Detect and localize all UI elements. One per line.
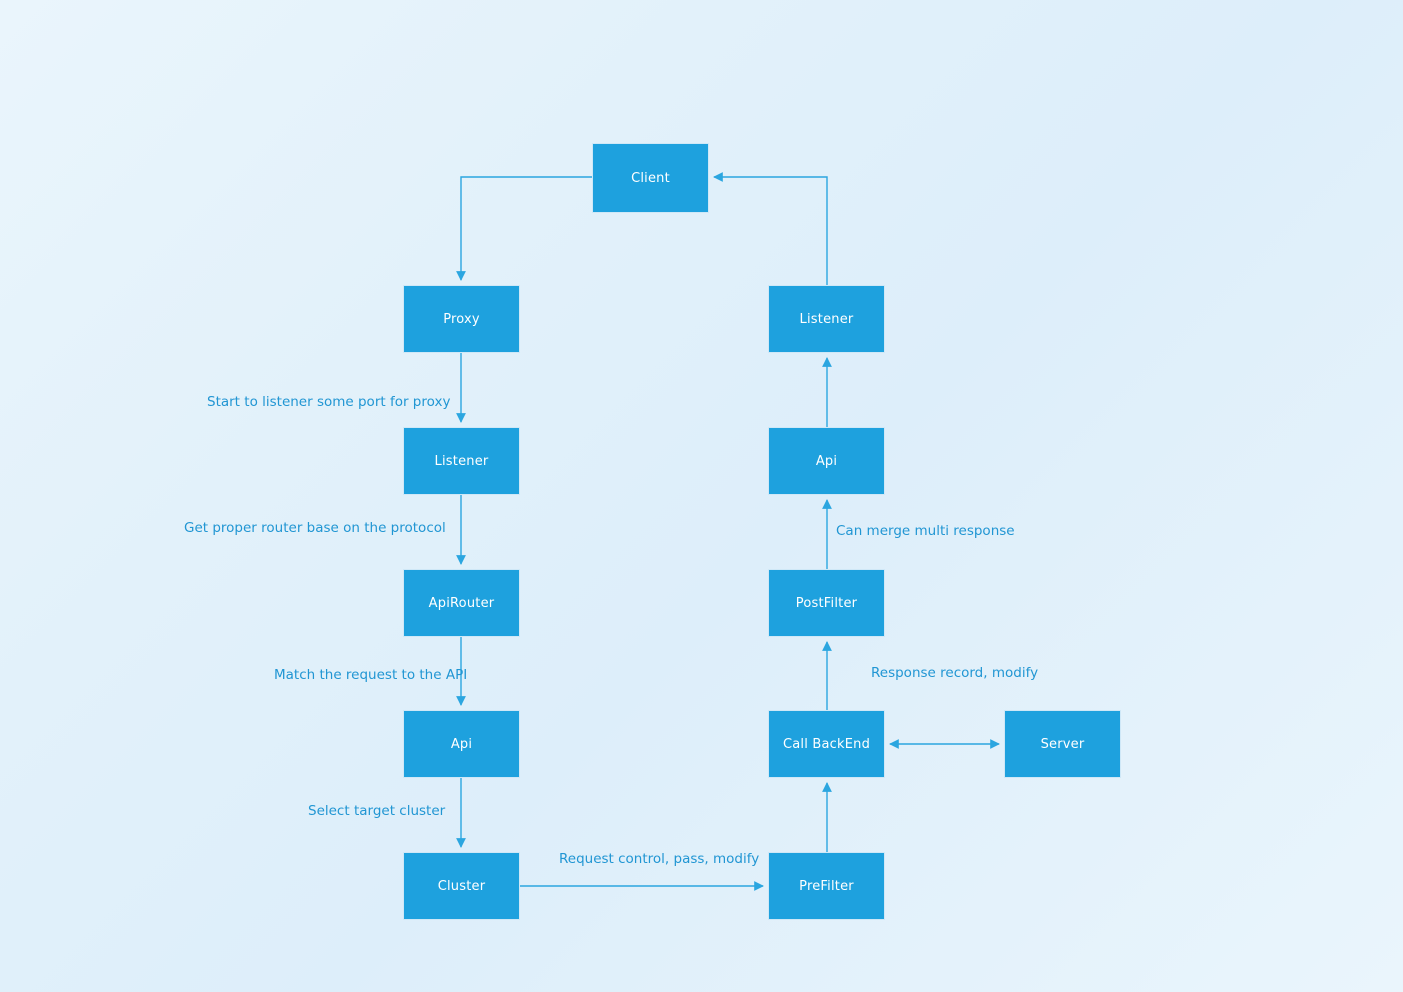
edge-label-request-control: Request control, pass, modify [559, 851, 760, 867]
node-label: PostFilter [795, 595, 858, 611]
node-server[interactable]: Server [1004, 710, 1121, 778]
node-call-backend[interactable]: Call BackEnd [768, 710, 885, 778]
node-label: PreFilter [799, 878, 854, 894]
node-api-left[interactable]: Api [403, 710, 520, 778]
node-label: Server [1040, 736, 1085, 752]
node-postfilter[interactable]: PostFilter [768, 569, 885, 637]
node-proxy[interactable]: Proxy [403, 285, 520, 353]
node-listener-right[interactable]: Listener [768, 285, 885, 353]
node-label: Listener [799, 311, 854, 327]
node-apirouter[interactable]: ApiRouter [403, 569, 520, 637]
node-cluster[interactable]: Cluster [403, 852, 520, 920]
node-listener-left[interactable]: Listener [403, 427, 520, 495]
edge-label-start-listener-port: Start to listener some port for proxy [207, 394, 451, 410]
node-label: Api [815, 453, 838, 469]
edge-label-merge-multi-response: Can merge multi response [836, 523, 1015, 539]
node-prefilter[interactable]: PreFilter [768, 852, 885, 920]
node-label: Client [631, 170, 670, 186]
node-label: Listener [434, 453, 489, 469]
node-client[interactable]: Client [592, 143, 709, 213]
node-label: Api [450, 736, 473, 752]
edge-client-proxy [456, 176, 592, 281]
edge-label-select-target-cluster: Select target cluster [308, 803, 446, 819]
edge-label-get-proper-router: Get proper router base on the protocol [184, 520, 446, 536]
node-label: ApiRouter [428, 595, 495, 611]
edge-listener-client [713, 172, 828, 285]
node-api-right[interactable]: Api [768, 427, 885, 495]
node-label: Proxy [443, 311, 480, 327]
node-label: Call BackEnd [782, 736, 871, 752]
node-label: Cluster [437, 878, 486, 894]
edge-label-response-record: Response record, modify [871, 665, 1039, 681]
edge-label-match-request-api: Match the request to the API [274, 667, 468, 683]
